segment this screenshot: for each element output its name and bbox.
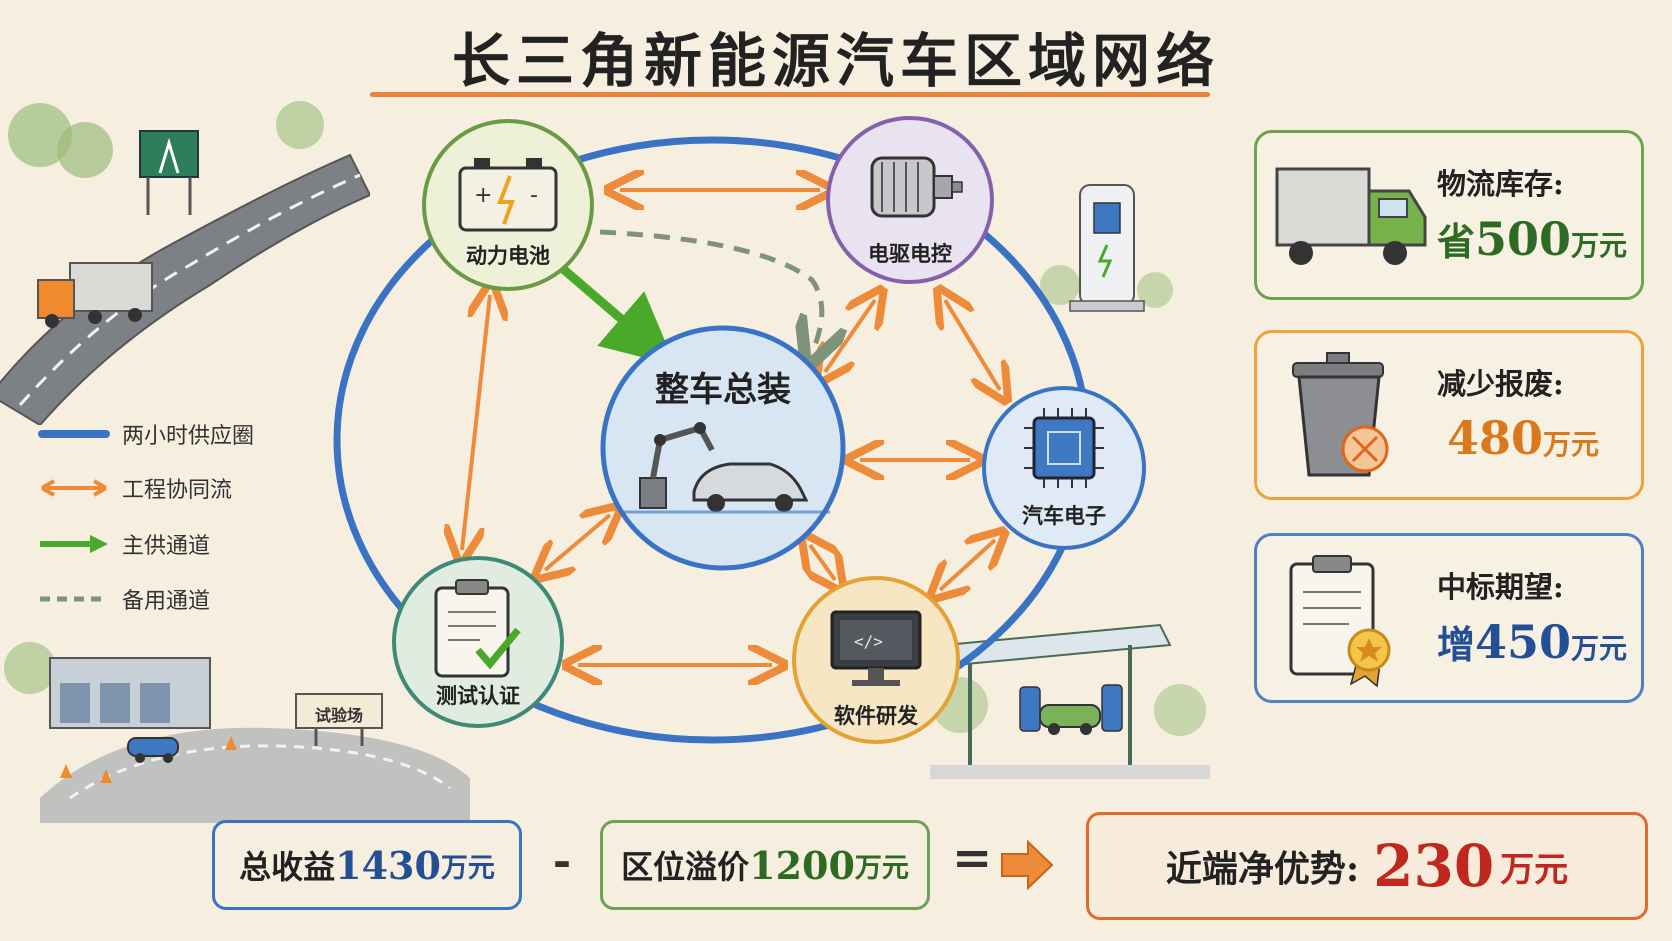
clipboard-award-icon bbox=[1289, 555, 1391, 688]
card-logistics-title: 物流库存: bbox=[1437, 167, 1564, 201]
assembly-robot-icon bbox=[639, 422, 715, 509]
node-software-label: 软件研发 bbox=[834, 703, 918, 728]
flow-motor-center bbox=[825, 300, 875, 372]
battery-icon: + - bbox=[458, 158, 558, 232]
card-scrap: 减少报废: 480万元 bbox=[1254, 330, 1644, 500]
flow-center-testing bbox=[545, 515, 610, 570]
legend-supply-ring: 两小时供应圈 bbox=[38, 418, 254, 450]
node-motor-label: 电驱电控 bbox=[868, 241, 952, 266]
card-scrap-value: 480万元 bbox=[1447, 411, 1600, 465]
legend-collab-flow: 工程协同流 bbox=[38, 472, 232, 504]
svg-text:+: + bbox=[474, 183, 492, 208]
equals-sign: = bbox=[952, 830, 993, 886]
card-logistics-value: 省500万元 bbox=[1437, 212, 1628, 266]
card-logistics: 物流库存: 省500万元 bbox=[1254, 130, 1644, 300]
node-testing-label: 测试认证 bbox=[436, 683, 520, 708]
flow-battery-testing bbox=[462, 295, 490, 550]
monitor-code-icon: </> bbox=[830, 610, 922, 686]
flow-center-software bbox=[810, 545, 835, 580]
test-ground-illustration bbox=[4, 642, 470, 823]
clipboard-check-icon bbox=[434, 579, 521, 678]
truck-icon bbox=[1275, 167, 1427, 265]
charging-station-illustration bbox=[930, 623, 1210, 779]
legend-main-supply: 主供通道 bbox=[38, 528, 210, 560]
node-electronics-label: 汽车电子 bbox=[1022, 503, 1106, 528]
test-car-icon bbox=[127, 737, 179, 763]
charging-car-icon bbox=[1039, 704, 1101, 735]
charger-illustration bbox=[1040, 184, 1173, 312]
svg-text:</>: </> bbox=[854, 632, 883, 651]
flow-electronics-software bbox=[940, 540, 995, 590]
node-battery-label: 动力电池 bbox=[466, 243, 550, 268]
motor-icon bbox=[870, 156, 963, 218]
result-arrow-icon bbox=[1001, 839, 1054, 891]
svg-text:-: - bbox=[530, 183, 538, 208]
highway-illustration bbox=[0, 101, 370, 425]
backup-arrow bbox=[599, 229, 822, 345]
truck-icon bbox=[37, 262, 153, 328]
main-supply-arrow bbox=[559, 264, 676, 366]
card-bid-value: 增450万元 bbox=[1437, 615, 1628, 669]
test-ground-sign: 试验场 bbox=[314, 706, 363, 725]
legend-backup: 备用通道 bbox=[40, 589, 211, 614]
card-bid-title: 中标期望: bbox=[1437, 570, 1564, 604]
page-title: 长三角新能源汽车区域网络 bbox=[451, 27, 1220, 95]
trash-bin-icon bbox=[1292, 352, 1389, 477]
title-underline bbox=[370, 92, 1210, 97]
chip-icon bbox=[1024, 408, 1104, 488]
car-icon bbox=[692, 462, 809, 512]
minus-sign: - bbox=[552, 836, 572, 887]
flow-motor-electronics bbox=[945, 300, 1000, 390]
card-bid: 中标期望: 增450万元 bbox=[1254, 533, 1644, 703]
card-scrap-title: 减少报废: bbox=[1437, 367, 1564, 401]
node-center-label: 整车总装 bbox=[655, 370, 791, 410]
